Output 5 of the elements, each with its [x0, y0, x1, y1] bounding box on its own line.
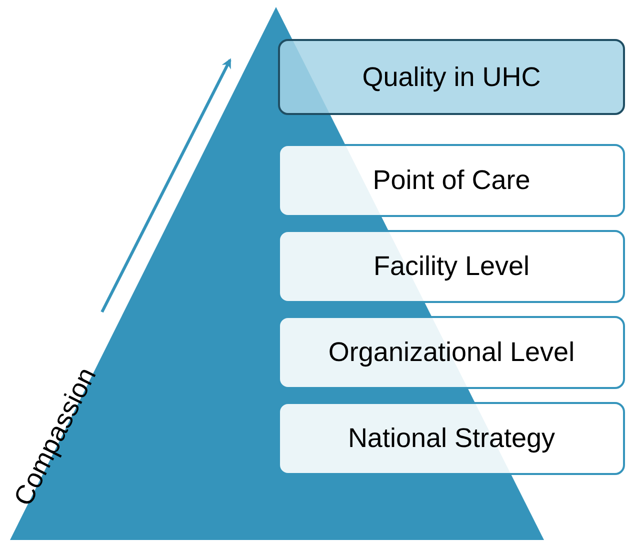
level-box: Organizational Level: [278, 316, 625, 389]
level-box: National Strategy: [278, 402, 625, 475]
level-box: Facility Level: [278, 230, 625, 303]
level-box: Point of Care: [278, 144, 625, 217]
title-box: Quality in UHC: [278, 39, 625, 115]
